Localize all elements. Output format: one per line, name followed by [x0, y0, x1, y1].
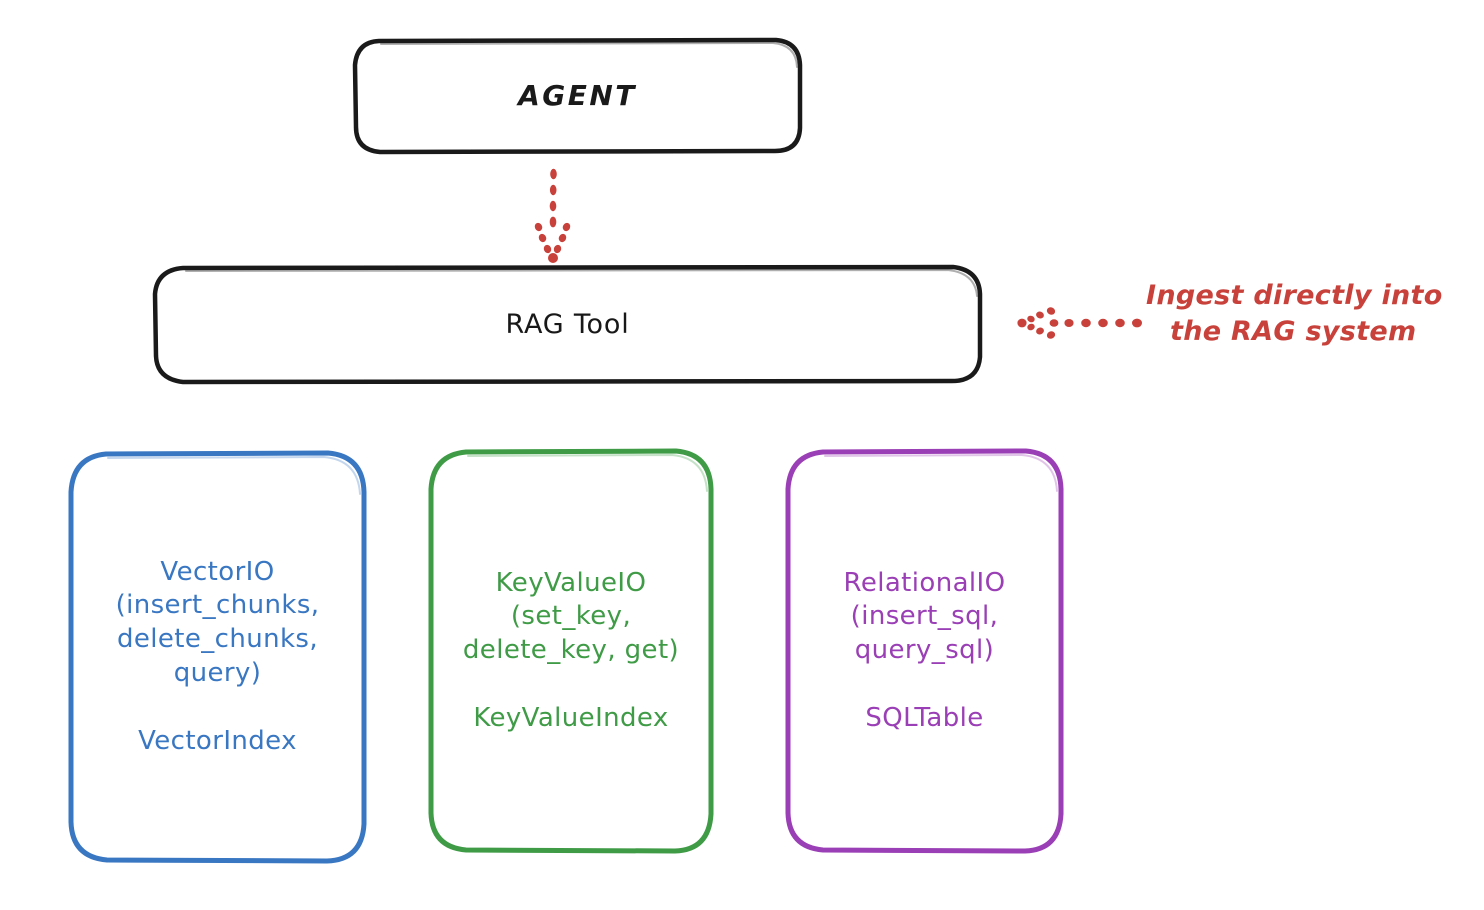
- rag-tool-label: RAG Tool: [505, 308, 630, 340]
- agent-to-rag-tool-arrow: [534, 168, 571, 263]
- relational-io-label: RelationalIO (insert_sql, query_sql) SQL…: [843, 567, 1006, 733]
- node-agent[interactable]: AGENT: [352, 37, 803, 155]
- ingest-to-rag-tool-arrow: [1017, 307, 1142, 339]
- ingest-annotation-line1: Ingest directly into: [1146, 280, 1443, 311]
- vector-io-label: VectorIO (insert_chunks, delete_chunks, …: [115, 556, 320, 756]
- node-rag-tool[interactable]: RAG Tool: [152, 264, 983, 385]
- key-value-io-label: KeyValueIO (set_key, delete_key, get) Ke…: [462, 567, 680, 733]
- node-relational-io[interactable]: RelationalIO (insert_sql, query_sql) SQL…: [785, 448, 1064, 854]
- node-vector-io[interactable]: VectorIO (insert_chunks, delete_chunks, …: [68, 450, 367, 864]
- ingest-annotation: Ingest directly into the RAG system: [1146, 278, 1476, 351]
- node-key-value-io[interactable]: KeyValueIO (set_key, delete_key, get) Ke…: [428, 448, 714, 854]
- ingest-annotation-line2: the RAG system: [1170, 316, 1417, 348]
- agent-label: AGENT: [518, 78, 637, 112]
